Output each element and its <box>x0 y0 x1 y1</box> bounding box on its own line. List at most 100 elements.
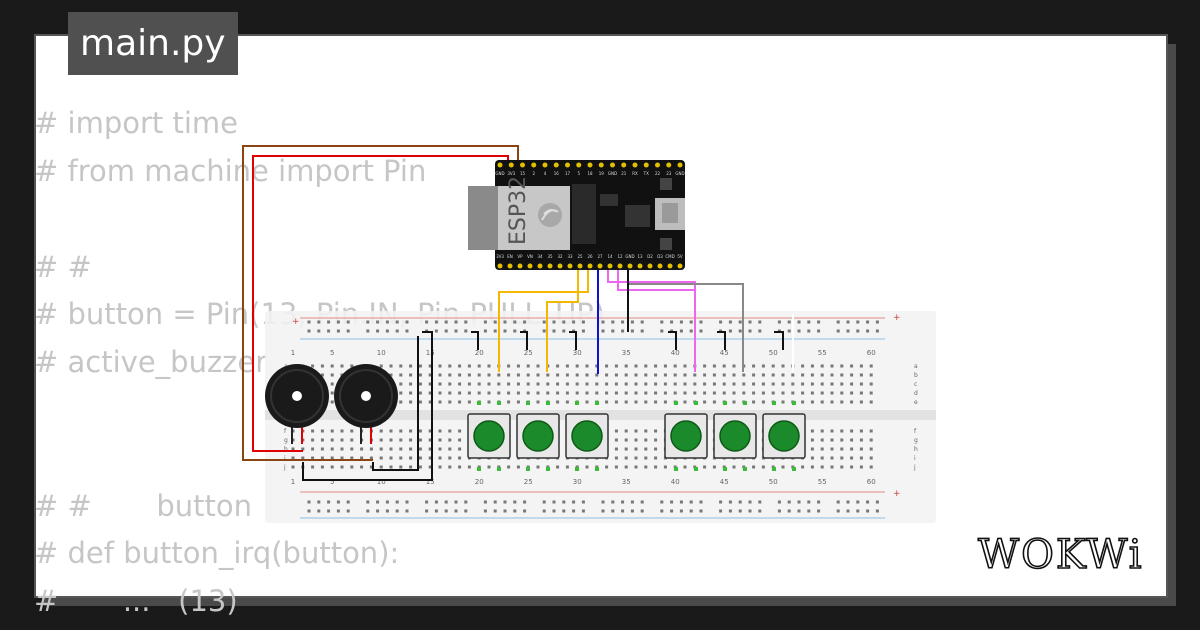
button-cap[interactable] <box>670 420 702 452</box>
esp32-pin[interactable] <box>553 162 559 168</box>
esp32-pin[interactable] <box>666 162 672 168</box>
esp32-pin[interactable] <box>507 263 513 269</box>
esp32-pin-label: 15 <box>520 171 526 176</box>
pushbutton-2[interactable] <box>516 401 560 471</box>
esp32-pin[interactable] <box>547 263 553 269</box>
pushbutton-1[interactable] <box>467 401 511 471</box>
breadboard-hole <box>801 465 805 469</box>
breadboard-hole <box>497 373 501 377</box>
breadboard-hole <box>389 438 393 442</box>
en-button[interactable] <box>660 238 672 250</box>
rail-hole <box>787 320 791 324</box>
breadboard-hole <box>820 364 824 368</box>
esp32-pin[interactable] <box>647 263 653 269</box>
breadboard-hole <box>438 364 442 368</box>
breadboard-hole <box>320 447 324 451</box>
button-cap[interactable] <box>768 420 800 452</box>
esp32-pin[interactable] <box>621 162 627 168</box>
esp32-pin[interactable] <box>557 263 563 269</box>
column-number: 50 <box>769 349 778 357</box>
rail-hole <box>640 320 644 324</box>
pushbutton-3[interactable] <box>565 401 609 471</box>
breadboard-hole <box>350 364 354 368</box>
row-letter: i <box>914 455 916 462</box>
pushbutton-5[interactable] <box>713 401 757 471</box>
buzzer-1[interactable] <box>265 364 329 444</box>
esp32-pin[interactable] <box>627 263 633 269</box>
esp32-pin[interactable] <box>607 263 613 269</box>
button-cap[interactable] <box>473 420 505 452</box>
esp32-pin[interactable] <box>597 263 603 269</box>
rail-hole <box>817 509 821 513</box>
breadboard-hole <box>771 382 775 386</box>
esp32-pin[interactable] <box>657 263 663 269</box>
pushbutton-4[interactable] <box>664 401 708 471</box>
breadboard-hole <box>624 391 628 395</box>
breadboard-hole <box>840 438 844 442</box>
row-letter: j <box>283 464 286 471</box>
esp32-pin[interactable] <box>497 263 503 269</box>
esp32-pin-label: 26 <box>587 254 593 259</box>
esp32-pin[interactable] <box>531 162 537 168</box>
breadboard-hole <box>409 447 413 451</box>
breadboard-hole <box>546 382 550 386</box>
breadboard-hole <box>340 438 344 442</box>
esp32-pin[interactable] <box>537 263 543 269</box>
breadboard-hole <box>448 373 452 377</box>
esp32-pin[interactable] <box>587 162 593 168</box>
esp32-pin[interactable] <box>517 263 523 269</box>
buzzer-2[interactable] <box>334 364 398 444</box>
esp32-pin[interactable] <box>565 162 570 168</box>
rail-hole <box>493 329 497 333</box>
column-number: 10 <box>377 349 386 357</box>
breadboard-hole <box>330 438 334 442</box>
button-cap[interactable] <box>571 420 603 452</box>
esp32-pin[interactable] <box>576 162 582 168</box>
esp32-pin[interactable] <box>520 162 525 168</box>
esp32-pin[interactable] <box>655 162 660 168</box>
breadboard-hole <box>399 373 403 377</box>
boot-button[interactable] <box>660 178 672 190</box>
button-leg <box>723 467 727 471</box>
breadboard-hole <box>379 364 383 368</box>
esp32-pin-label: GND <box>495 171 504 176</box>
breadboard-hole <box>605 382 609 386</box>
esp32-pin[interactable] <box>577 263 583 269</box>
esp32-pin-label: 3V3 <box>496 254 504 259</box>
breadboard-hole <box>516 382 520 386</box>
breadboard-hole <box>742 382 746 386</box>
esp32-pin[interactable] <box>542 162 548 168</box>
esp32-pin[interactable] <box>527 263 533 269</box>
esp32-pin[interactable] <box>567 263 573 269</box>
rail-hole <box>376 500 380 504</box>
button-cap[interactable] <box>522 420 554 452</box>
pushbutton-6[interactable] <box>762 401 806 471</box>
esp32-pin[interactable] <box>643 162 649 168</box>
esp32-pin[interactable] <box>632 162 638 168</box>
pushbuttons <box>467 401 806 471</box>
esp32-pin[interactable] <box>610 162 615 168</box>
button-leg <box>694 401 698 405</box>
rail-hole <box>346 500 350 504</box>
rail-hole <box>611 509 615 513</box>
esp32-pin[interactable] <box>677 162 683 168</box>
rail-hole <box>856 500 860 504</box>
breadboard-hole <box>654 447 658 451</box>
breadboard-hole <box>556 382 560 386</box>
esp32-pin[interactable] <box>637 263 643 269</box>
breadboard-hole <box>663 465 667 469</box>
esp32-pin[interactable] <box>587 263 593 269</box>
esp32-pin[interactable] <box>598 162 604 168</box>
filename-tab[interactable]: main.py <box>68 12 238 75</box>
breadboard-hole <box>487 391 491 395</box>
esp32-pin[interactable] <box>667 263 673 269</box>
rail-hole <box>513 509 517 513</box>
column-number: 1 <box>291 478 295 486</box>
breadboard-hole <box>840 364 844 368</box>
esp32-pin[interactable] <box>677 263 683 269</box>
esp32-pin[interactable] <box>508 162 514 168</box>
button-cap[interactable] <box>719 420 751 452</box>
esp32-pin[interactable] <box>497 162 503 168</box>
esp32-pin[interactable] <box>617 263 623 269</box>
